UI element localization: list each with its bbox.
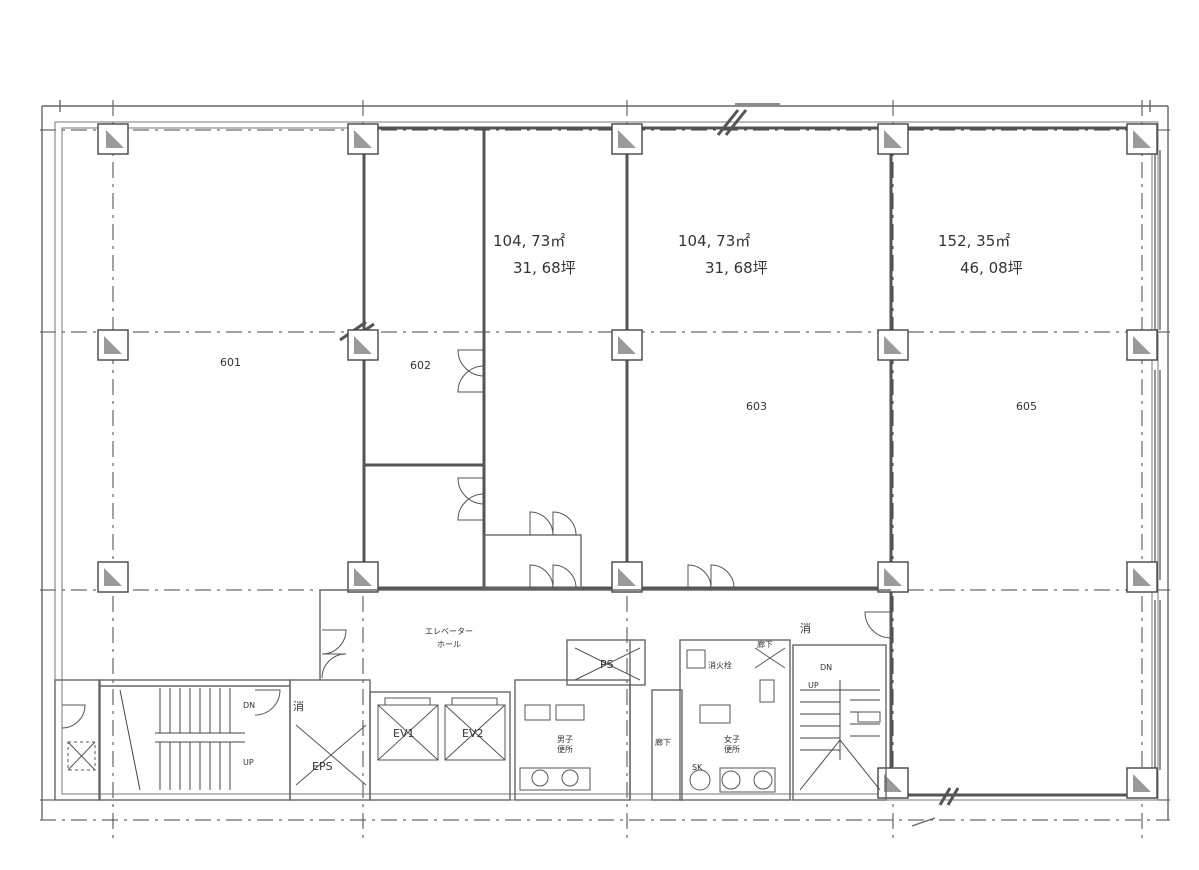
mens-wc-label: 男子 [557, 735, 573, 744]
unit-604-area-tsubo: 31, 68坪 [705, 259, 768, 277]
corridor-label: 廊下 [757, 639, 773, 649]
unit-602-label: 602 [410, 359, 431, 372]
unit-605-area-m2: 152, 35㎡ [938, 232, 1010, 250]
elevator-hall-label-2: ホール [437, 640, 461, 649]
toilet-fixtures [67, 647, 786, 793]
mark-right: 消 [800, 621, 811, 635]
stair-up-label: UP [243, 758, 254, 767]
ev2-label: EV2 [462, 727, 483, 740]
core-labels: エレベーター ホール 廊下 廊下 EV1 EV2 PS EPS SK 男子 便所… [243, 621, 832, 773]
columns [97, 123, 1158, 799]
mens-wc-label-2: 便所 [557, 744, 573, 754]
mark-left: 消 [293, 699, 304, 713]
womens-wc-label-2: 便所 [724, 744, 740, 754]
dimension-frame [41, 100, 1169, 820]
unit-603-area-m2: 104, 73㎡ [493, 232, 565, 250]
ev1-label: EV1 [393, 727, 414, 740]
elevator-hall-label: エレベーター [425, 627, 473, 636]
area-labels: 104, 73㎡ 31, 68坪 104, 73㎡ 31, 68坪 152, 3… [493, 232, 1023, 277]
hydrant-label: 消火栓 [708, 660, 732, 670]
unit-603-label: 603 [746, 400, 767, 413]
sk-label: SK [692, 763, 703, 772]
unit-604-area-m2: 104, 73㎡ [678, 232, 750, 250]
unit-605-label: 605 [1016, 400, 1037, 413]
core-walls [54, 589, 891, 801]
stair-right-up-label: UP [808, 681, 819, 690]
stair-down-label: DN [243, 701, 255, 710]
elevators [377, 697, 506, 761]
eps-label: EPS [312, 760, 333, 773]
unit-603-area-tsubo: 31, 68坪 [513, 259, 576, 277]
stair-right [799, 680, 881, 791]
corridor-label-left: 廊下 [655, 737, 671, 747]
exterior-wall [54, 121, 1161, 801]
womens-wc-label: 女子 [724, 734, 740, 744]
ps-label: PS [600, 658, 614, 671]
room-labels: 601 602 603 605 [220, 356, 1037, 413]
doors [61, 349, 892, 729]
stair-left [119, 688, 245, 791]
stair-right-down-label: DN [820, 663, 832, 672]
unit-605-area-tsubo: 46, 08坪 [960, 259, 1023, 277]
unit-601-label: 601 [220, 356, 241, 369]
